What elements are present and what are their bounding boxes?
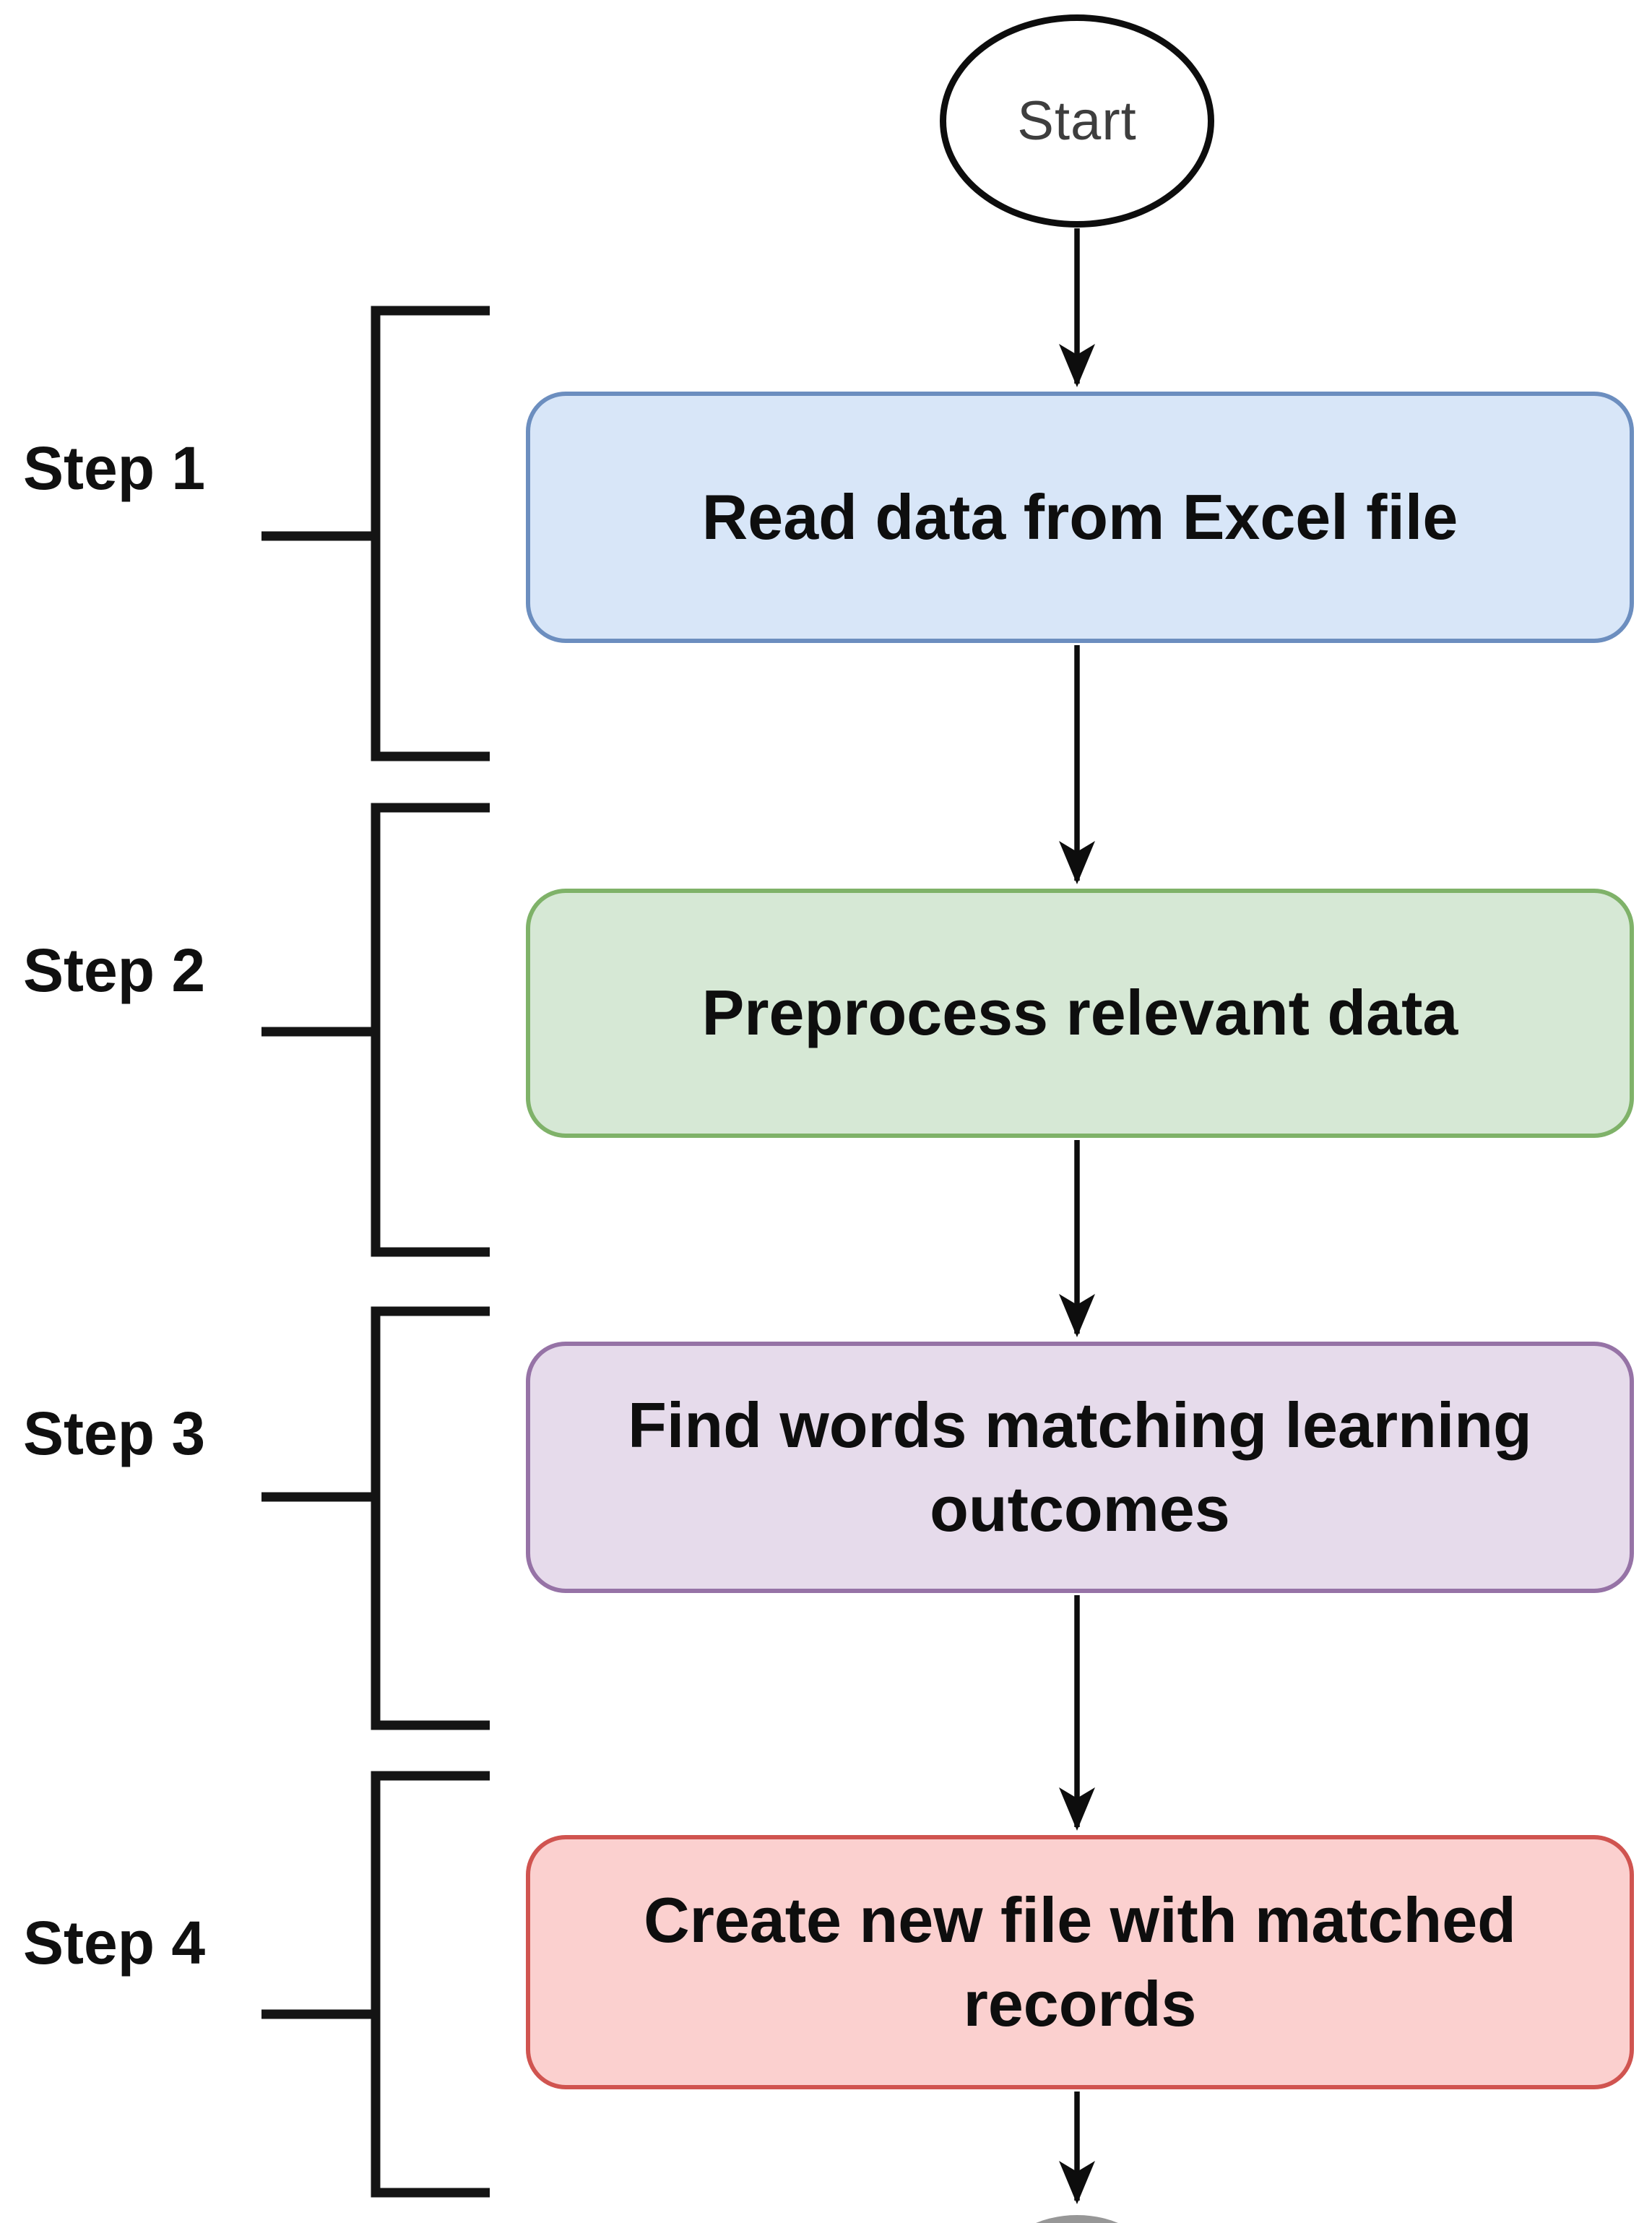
process-box-preprocess: Preprocess relevant data bbox=[526, 889, 1634, 1138]
end-node-partial bbox=[1036, 2215, 1118, 2223]
step-label-1: Step 1 bbox=[23, 434, 206, 502]
step-label-4: Step 4 bbox=[23, 1909, 206, 1977]
step-label-3: Step 3 bbox=[23, 1399, 206, 1467]
process-box-preprocess-label: Preprocess relevant data bbox=[701, 977, 1458, 1049]
process-box-read-data: Read data from Excel file bbox=[526, 392, 1634, 643]
start-node: Start bbox=[940, 14, 1214, 228]
process-box-find-words-label: Find words matching learning outcomes bbox=[628, 1389, 1532, 1545]
process-box-read-data-label: Read data from Excel file bbox=[701, 480, 1458, 553]
bracket-step-1 bbox=[261, 306, 490, 761]
start-node-label: Start bbox=[1017, 90, 1137, 152]
bracket-step-3 bbox=[261, 1306, 490, 1730]
step-label-2: Step 2 bbox=[23, 936, 206, 1004]
process-box-find-words: Find words matching learning outcomes bbox=[526, 1342, 1634, 1593]
bracket-step-2 bbox=[261, 803, 490, 1257]
bracket-step-4 bbox=[261, 1771, 490, 2198]
process-box-create-file: Create new file with matched records bbox=[526, 1835, 1634, 2089]
process-box-create-file-label: Create new file with matched records bbox=[644, 1883, 1516, 2039]
